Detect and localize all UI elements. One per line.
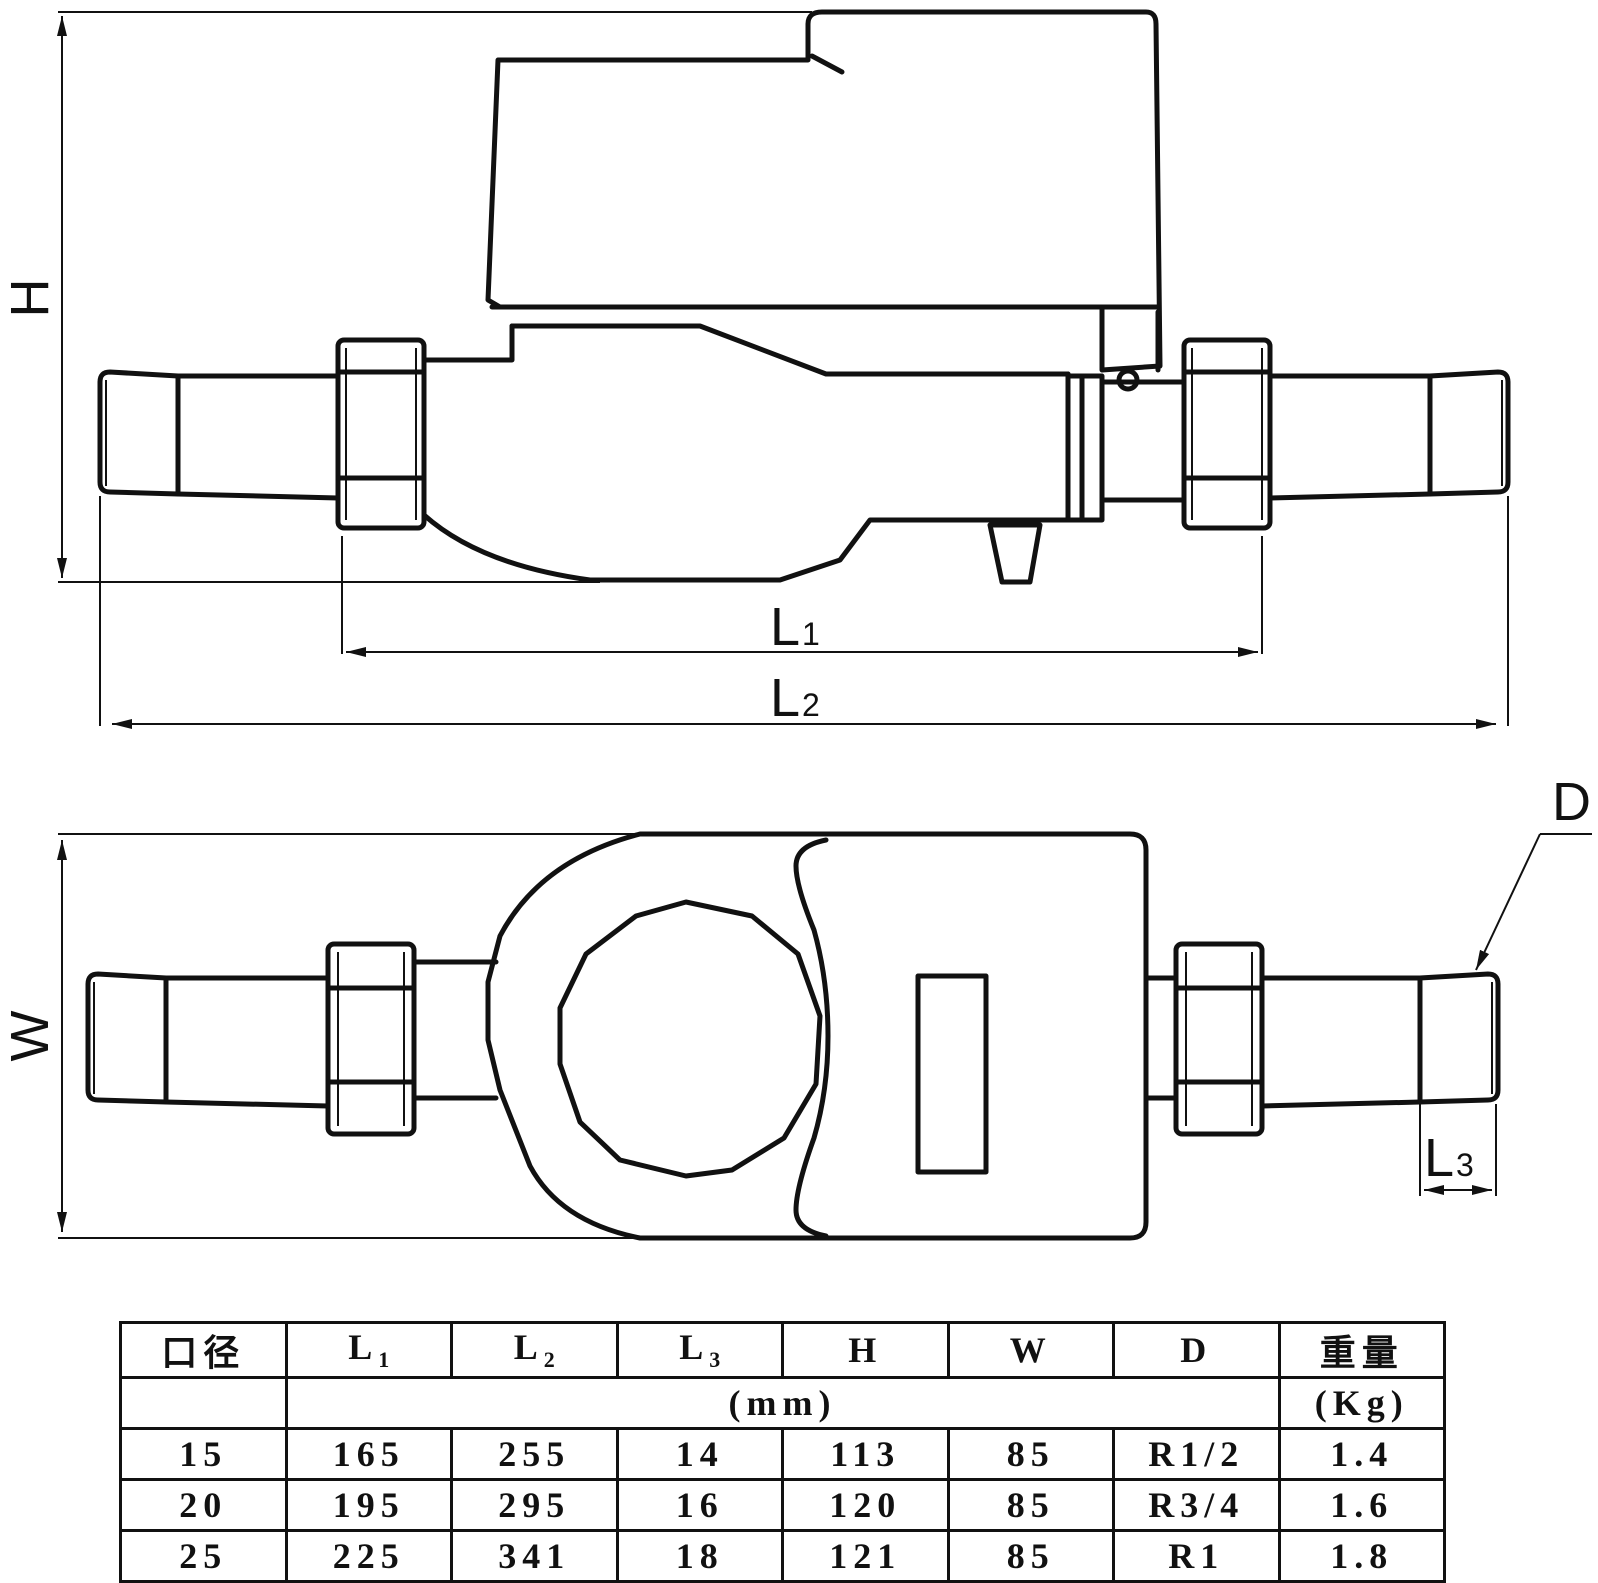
units-dimension: (mm) [284, 1376, 1281, 1430]
cell-l3: 16 [615, 1478, 784, 1532]
header-d: D [1112, 1321, 1281, 1379]
cell-weight: 1.8 [1277, 1529, 1446, 1583]
cell-l2: 255 [450, 1427, 619, 1481]
top-view: W D L3 [0, 772, 1592, 1241]
cell-h: 120 [781, 1478, 950, 1532]
table-row: 15 165 255 14 113 85 R1/2 1.4 [119, 1427, 1446, 1481]
table-units-row: (mm) (Kg) [119, 1376, 1446, 1430]
d-label: D [1552, 772, 1591, 832]
tailpiece-right [1267, 369, 1511, 501]
body-step-left [421, 323, 515, 363]
units-empty-caliber [119, 1376, 288, 1430]
union-nut-left [335, 337, 427, 531]
water-meter-drawing: H L1 L2 [0, 9, 1592, 1241]
top-union-nut-left [325, 941, 417, 1137]
cell-l2: 341 [450, 1529, 619, 1583]
top-tailpiece-left [85, 971, 331, 1109]
cell-weight: 1.4 [1277, 1427, 1446, 1481]
cell-l3: 14 [615, 1427, 784, 1481]
cell-d: R3/4 [1112, 1478, 1281, 1532]
cell-caliber: 25 [119, 1529, 288, 1583]
top-body-outline [485, 831, 1149, 1241]
units-weight: (Kg) [1277, 1376, 1446, 1430]
cell-weight: 1.6 [1277, 1478, 1446, 1532]
header-w: W [946, 1321, 1115, 1379]
body-lower-contour [421, 512, 1073, 583]
top-pipe-left [411, 959, 499, 1101]
w-label: W [0, 1010, 60, 1061]
cell-l2: 295 [450, 1478, 619, 1532]
cell-w: 85 [946, 1529, 1115, 1583]
l1-label: L1 [770, 597, 820, 657]
table-row: 20 195 295 16 120 85 R3/4 1.6 [119, 1478, 1446, 1532]
cell-d: R1 [1112, 1529, 1281, 1583]
lid-tab [809, 53, 845, 75]
l3-label: L3 [1424, 1128, 1474, 1188]
drain-plug [987, 522, 1043, 585]
h-label: H [0, 279, 60, 318]
register-box [485, 9, 1163, 373]
cell-caliber: 15 [119, 1427, 288, 1481]
top-tailpiece-right [1259, 971, 1501, 1109]
cell-l1: 225 [284, 1529, 453, 1583]
spec-table: 口径 L1 L2 L3 H W D 重量 (mm) (Kg) 15 165 25… [119, 1321, 1446, 1583]
l2-label: L2 [770, 668, 820, 728]
header-l3: L3 [615, 1321, 784, 1379]
header-weight: 重量 [1277, 1321, 1446, 1379]
cell-l1: 195 [284, 1478, 453, 1532]
display-window [915, 973, 989, 1175]
dial-circle [557, 899, 823, 1179]
top-union-nut-right [1173, 941, 1265, 1137]
cell-h: 121 [781, 1529, 950, 1583]
cell-w: 85 [946, 1427, 1115, 1481]
cell-caliber: 20 [119, 1478, 288, 1532]
header-l2: L2 [450, 1321, 619, 1379]
header-caliber: 口径 [119, 1321, 288, 1379]
cell-d: R1/2 [1112, 1427, 1281, 1481]
register-cover-curve [793, 837, 831, 1239]
table-row: 25 225 341 18 121 85 R1 1.8 [119, 1529, 1446, 1583]
top-pipe-right [1143, 975, 1179, 1101]
body-upper-contour [509, 323, 1071, 377]
side-view: H L1 L2 [0, 9, 1511, 729]
header-l1: L1 [284, 1321, 453, 1379]
tailpiece-left [97, 369, 341, 501]
cell-w: 85 [946, 1478, 1115, 1532]
cell-l3: 18 [615, 1529, 784, 1583]
header-h: H [781, 1321, 950, 1379]
table-header-row: 口径 L1 L2 L3 H W D 重量 [119, 1321, 1446, 1379]
cell-h: 113 [781, 1427, 950, 1481]
strainer-ring [1065, 373, 1105, 523]
union-nut-right [1181, 337, 1273, 531]
pipe-to-right-nut [1099, 379, 1187, 503]
d-leader-line [1475, 833, 1541, 971]
cell-l1: 165 [284, 1427, 453, 1481]
